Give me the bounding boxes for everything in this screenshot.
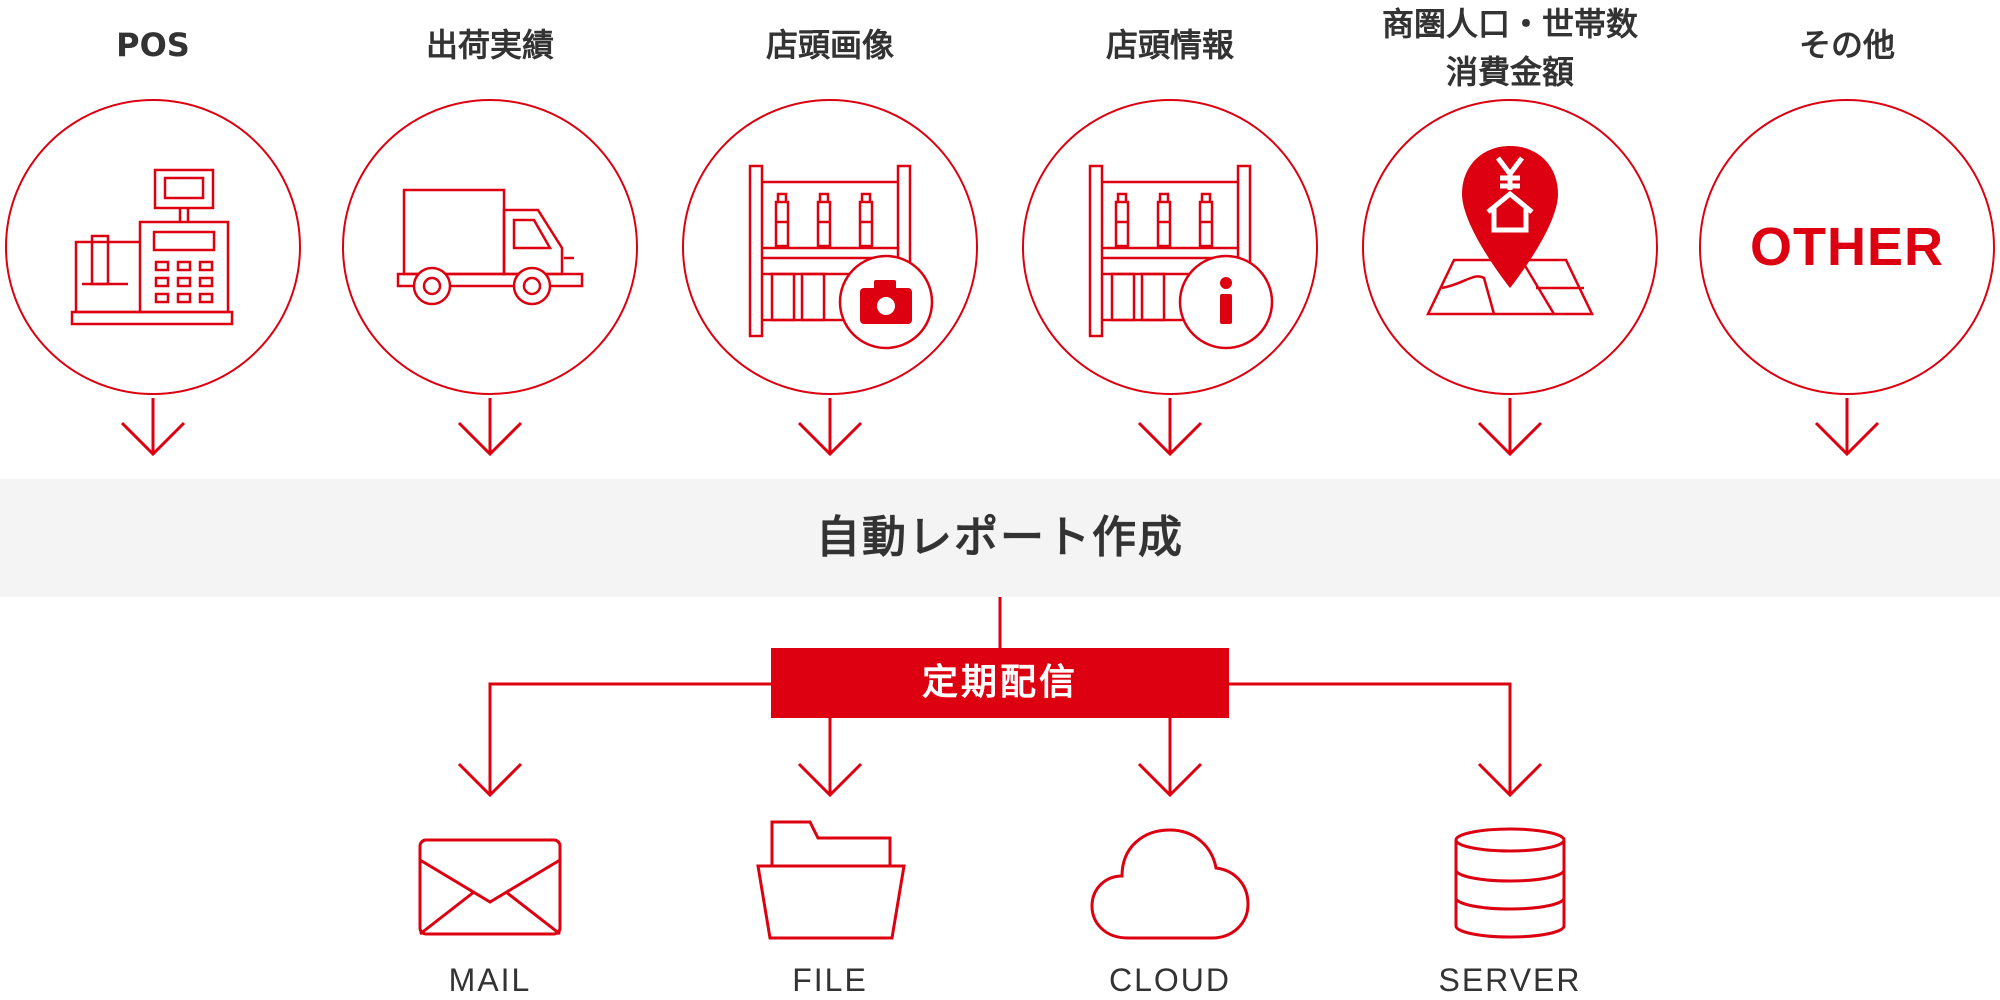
process-title: 自動レポート作成 (816, 512, 1184, 563)
source-label-other: その他 (1798, 26, 1896, 64)
output-label-file: FILE (792, 962, 868, 998)
mail-icon (418, 838, 562, 936)
connector-to-file (797, 718, 863, 798)
other-icon-text: OTHER (1750, 217, 1944, 277)
output-label-mail: MAIL (448, 962, 532, 998)
shelf-info-icon (1088, 164, 1274, 350)
arrow-store-info (1137, 398, 1203, 457)
folder-icon (756, 820, 906, 940)
arrow-trade-area (1477, 398, 1543, 457)
source-label-store-info: 店頭情報 (1105, 26, 1235, 64)
source-label-trade-area-line2: 消費金額 (1445, 53, 1575, 91)
other-icon: OTHER (1699, 99, 1995, 395)
cash-register-icon (70, 168, 234, 326)
cloud-icon (1090, 828, 1250, 940)
connector-to-server (1229, 682, 1543, 798)
database-server-icon (1454, 827, 1566, 939)
arrow-other (1814, 398, 1880, 457)
source-label-pos: POS (116, 26, 190, 64)
connector-to-mail (457, 682, 771, 798)
source-circle-other (1699, 99, 1995, 395)
map-pin-yen-icon (1426, 146, 1594, 316)
arrow-pos (120, 398, 186, 457)
arrow-shipping (457, 398, 523, 457)
delivery-truck-icon (396, 188, 584, 306)
process-band (0, 479, 2000, 597)
distribution-box: 定期配信 (771, 648, 1229, 718)
source-label-store-image: 店頭画像 (765, 26, 895, 64)
connector-to-cloud (1137, 718, 1203, 798)
output-label-cloud: CLOUD (1108, 962, 1232, 998)
arrow-store-image (797, 398, 863, 457)
shelf-camera-icon (748, 164, 934, 350)
source-label-trade-area-line1: 商圏人口・世帯数 (1381, 5, 1639, 43)
source-label-shipping: 出荷実績 (425, 26, 555, 64)
output-label-server: SERVER (1438, 962, 1582, 998)
source-label-trade-area: 商圏人口・世帯数 消費金額 (1382, 0, 1638, 96)
source-circle-shipping (342, 99, 638, 395)
